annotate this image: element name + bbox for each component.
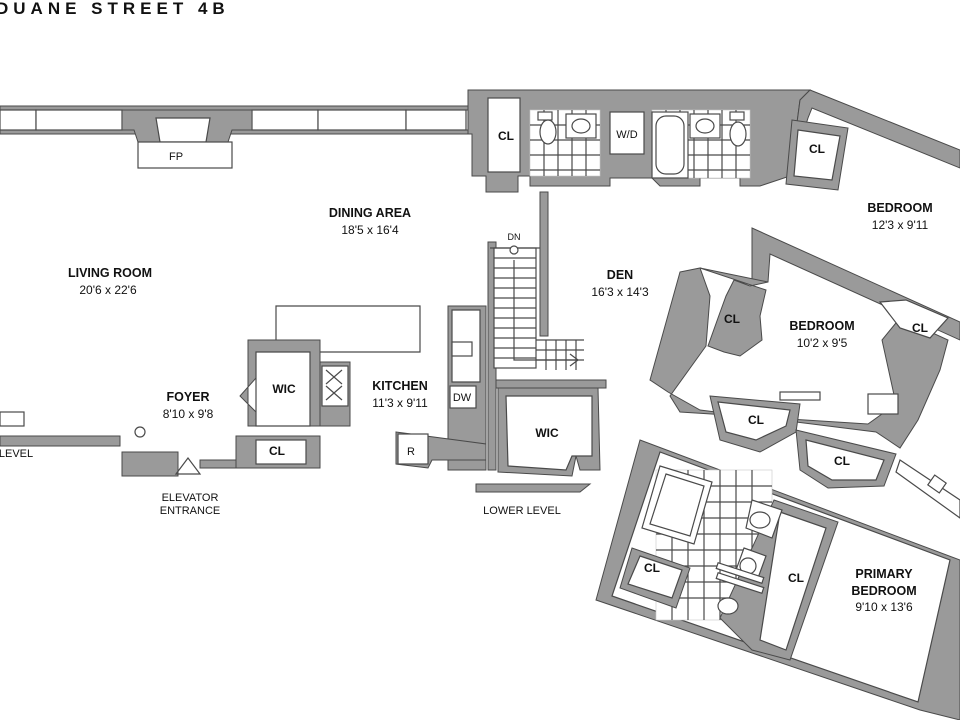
bedroom-2-label: BEDROOM (789, 319, 854, 333)
bedroom-2-closet-left-label: CL (724, 312, 740, 326)
bedroom-2-dims: 10'2 x 9'5 (797, 336, 848, 350)
foyer-label: FOYER (166, 390, 209, 404)
fireplace-label: FP (169, 151, 183, 163)
bedroom-2-closets (709, 395, 960, 519)
kitchen-dims: 11'3 x 9'11 (372, 396, 428, 410)
bedroom-1-label: BEDROOM (867, 201, 932, 215)
north-wall (0, 105, 473, 169)
foyer-wic-label: WIC (272, 382, 296, 396)
foyer-dims: 8'10 x 9'8 (163, 407, 214, 421)
level-label: LEVEL (0, 448, 33, 460)
bedroom-1-closet-label: CL (809, 142, 825, 156)
bedroom-1-closet-lower-label: CL (834, 454, 850, 468)
den-wic-label: WIC (535, 426, 559, 440)
kitchen-label: KITCHEN (372, 379, 428, 393)
north-bath-block (467, 89, 812, 193)
living-room-dims: 20'6 x 22'6 (79, 283, 137, 297)
elevator-label-2: ENTRANCE (160, 505, 221, 517)
den-label: DEN (607, 268, 633, 282)
kitchen-walls (275, 305, 487, 471)
primary-bedroom-label-2: BEDROOM (851, 584, 916, 598)
north-closet-label: CL (498, 129, 514, 143)
foyer-walls (121, 339, 321, 477)
plan-title: DUANE STREET 4B (0, 0, 230, 18)
washer-dryer-label: W/D (616, 129, 637, 141)
dishwasher-label: DW (453, 392, 472, 404)
foyer-closet-label: CL (269, 444, 285, 458)
primary-bedroom-dims: 9'10 x 13'6 (855, 600, 913, 614)
fixture-labels: FP WIC CL CL W/D DW R DN WIC CL CL CL CL… (0, 129, 928, 585)
dining-area-label: DINING AREA (329, 206, 411, 220)
room-labels: LIVING ROOM 20'6 x 22'6 DINING AREA 18'5… (68, 201, 933, 614)
living-room-label: LIVING ROOM (68, 266, 152, 280)
lower-level-label: LOWER LEVEL (483, 505, 561, 517)
primary-suite-walls (595, 439, 960, 720)
elevator-label-1: ELEVATOR (162, 492, 219, 504)
stair-down-label: DN (508, 232, 521, 242)
bedroom-2-closet-lower-label: CL (748, 413, 764, 427)
primary-bedroom-label-1: PRIMARY (855, 567, 913, 581)
primary-closet-label: CL (788, 571, 804, 585)
den-dims: 16'3 x 14'3 (591, 285, 649, 299)
den-walls (475, 191, 607, 493)
bedroom-2-closet-right-label: CL (912, 321, 928, 335)
dining-area-dims: 18'5 x 16'4 (341, 223, 399, 237)
refrigerator-label: R (407, 446, 415, 458)
primary-bath-closet-label: CL (644, 561, 660, 575)
bedroom-1-dims: 12'3 x 9'11 (872, 218, 929, 232)
bedroom-2-walls (649, 267, 950, 449)
west-lower-wall (0, 411, 121, 447)
